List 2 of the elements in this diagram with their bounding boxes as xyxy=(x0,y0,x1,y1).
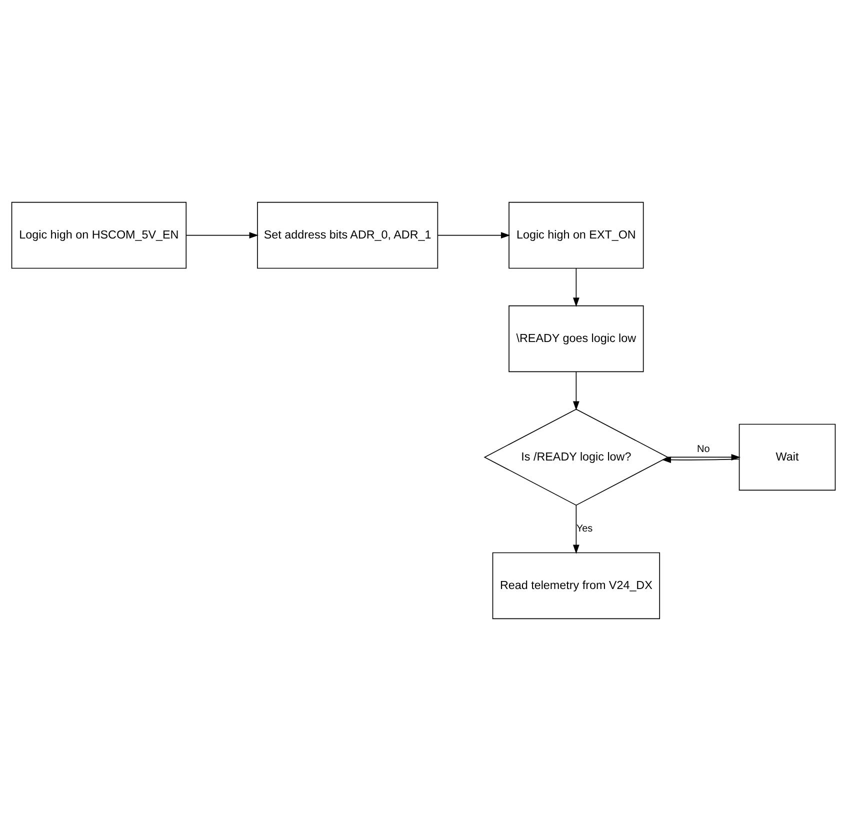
edge-label: Yes xyxy=(576,524,593,535)
edge-label: No xyxy=(697,444,710,455)
